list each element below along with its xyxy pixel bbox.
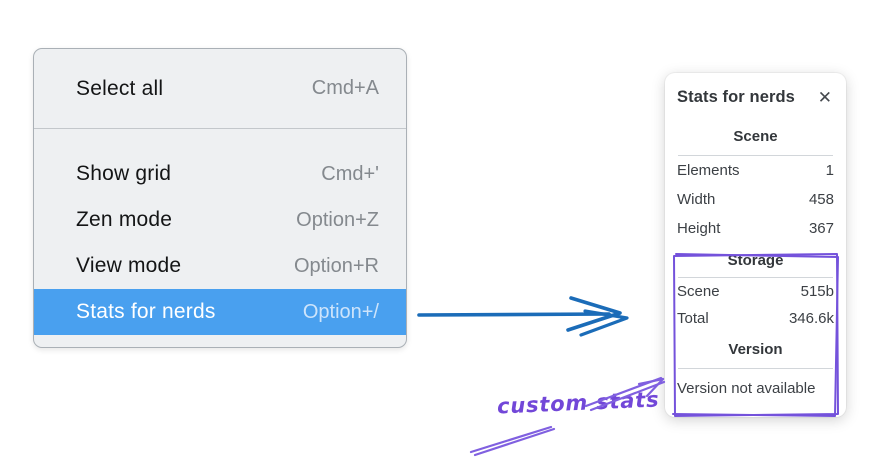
menu-item-label: Stats for nerds [76,300,216,323]
menu-item-zen-mode[interactable]: Zen mode Option+Z [34,197,406,243]
menu-item-shortcut: Option+R [293,254,379,277]
menu-item-shortcut: Cmd+A [311,77,379,99]
menu-item-label: Select all [76,76,164,100]
stats-panel-header: Stats for nerds ✕ [677,85,834,109]
menu-item-shortcut: Cmd+' [321,162,379,185]
menu-item-view-mode[interactable]: View mode Option+R [34,243,406,289]
flow-arrow [417,296,629,337]
section-header-scene: Scene [733,128,778,145]
stat-label: Width [677,191,716,208]
menu-separator [34,128,406,129]
stat-value: 1 [825,162,834,179]
menu-item-label: Show grid [76,162,172,185]
context-menu: Select all Cmd+A Show grid Cmd+' Zen mod… [33,48,407,348]
stat-row-height: Height 367 [677,214,834,243]
divider [678,368,833,369]
menu-item-show-grid[interactable]: Show grid Cmd+' [34,151,406,197]
stat-row-scene-size: Scene 515b [677,278,834,305]
menu-item-stats-for-nerds[interactable]: Stats for nerds Option+/ [34,289,406,335]
section-header-version: Version [728,341,783,358]
menu-item-shortcut: Option+Z [296,208,379,231]
annotation-arrows [469,376,666,457]
stat-label: Elements [677,162,740,179]
menu-item-select-all[interactable]: Select all Cmd+A [34,49,406,128]
version-note: Version not available [677,380,816,397]
stat-row-elements: Elements 1 [677,156,834,185]
menu-group: Show grid Cmd+' Zen mode Option+Z View m… [34,129,406,335]
stats-panel: Stats for nerds ✕ Scene Elements 1 Width… [665,73,846,417]
stat-value: 515b [800,283,834,300]
stat-label: Scene [677,283,720,300]
menu-item-shortcut: Option+/ [302,300,379,323]
stats-panel-title: Stats for nerds [677,87,795,106]
stat-label: Total [677,310,709,327]
section-header-storage: Storage [727,252,784,269]
close-icon[interactable]: ✕ [817,87,832,107]
stat-row-total-size: Total 346.6k [677,305,834,332]
menu-item-label: Zen mode [76,208,173,231]
stat-value: 367 [808,220,834,237]
stat-value: 458 [808,191,834,208]
divider [678,155,833,156]
stat-value: 346.6k [788,310,834,327]
menu-item-label: View mode [76,254,182,277]
stat-label: Height [677,220,721,237]
stat-row-width: Width 458 [677,185,834,214]
